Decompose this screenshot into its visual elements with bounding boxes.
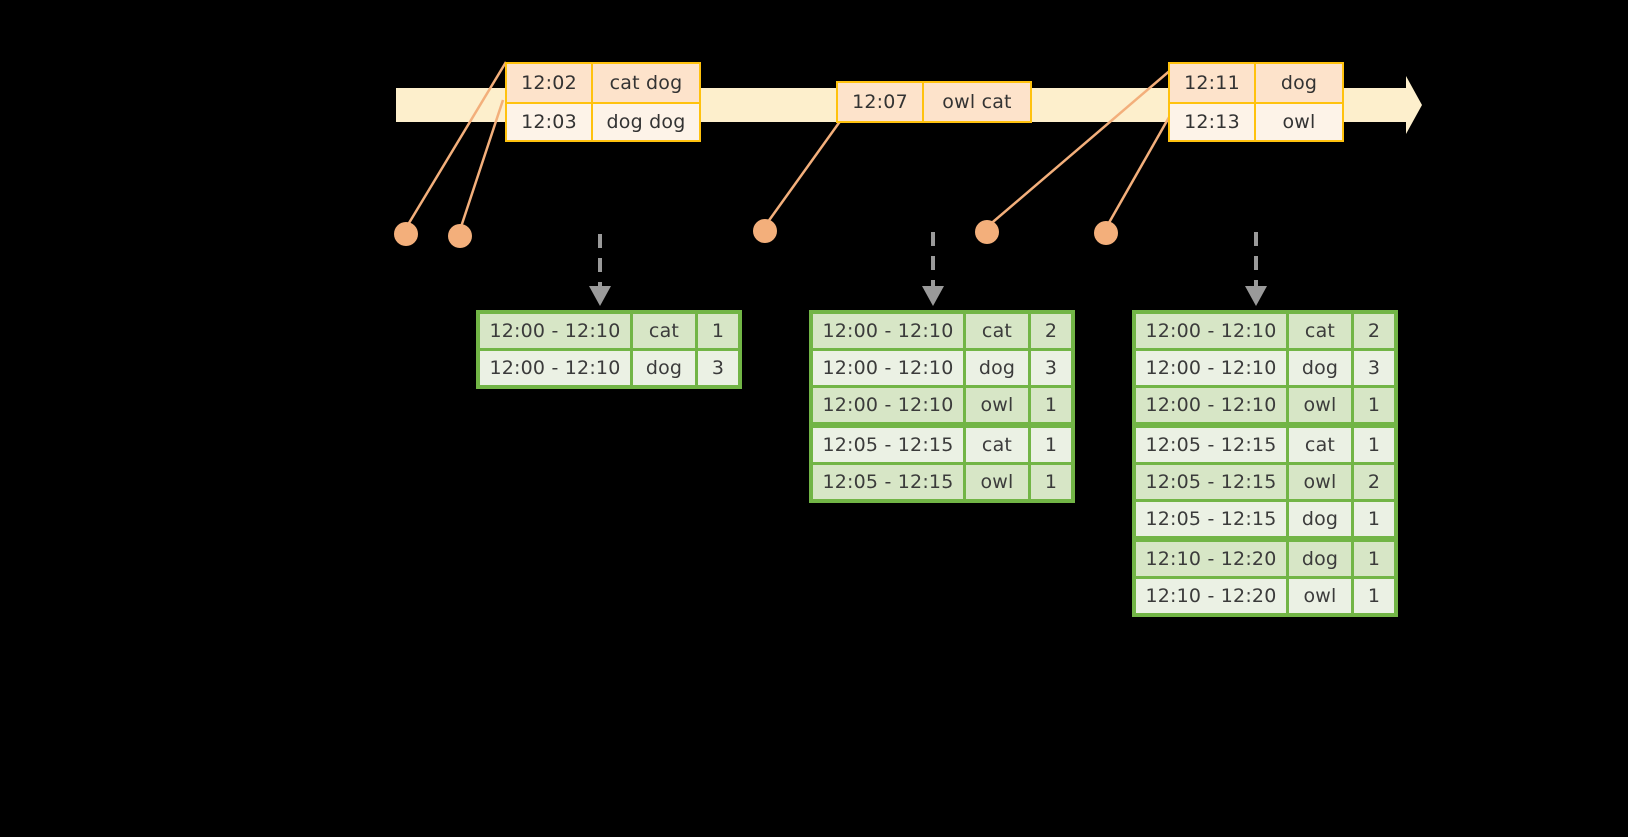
- event-words: cat dog: [591, 64, 699, 102]
- count-cell: 1: [1354, 542, 1394, 576]
- count-cell: 1: [698, 314, 738, 348]
- count-cell: 1: [1031, 388, 1071, 422]
- key-cell: dog: [1289, 502, 1351, 536]
- window-cell: 12:00 - 12:10: [480, 351, 630, 385]
- key-cell: dog: [633, 351, 695, 385]
- count-cell: 3: [1031, 351, 1071, 385]
- window-cell: 12:00 - 12:10: [813, 351, 963, 385]
- key-cell: owl: [966, 388, 1028, 422]
- key-cell: cat: [966, 428, 1028, 462]
- count-cell: 1: [1031, 465, 1071, 499]
- key-cell: cat: [633, 314, 695, 348]
- window-cell: 12:05 - 12:15: [1136, 428, 1286, 462]
- event-dot-1: [394, 222, 418, 246]
- window-cell: 12:00 - 12:10: [813, 314, 963, 348]
- window-cell: 12:05 - 12:15: [813, 465, 963, 499]
- key-cell: cat: [966, 314, 1028, 348]
- count-cell: 1: [1354, 579, 1394, 613]
- connector-1: [404, 61, 508, 229]
- window-cell: 12:10 - 12:20: [1136, 542, 1286, 576]
- window-cell: 12:00 - 12:10: [1136, 314, 1286, 348]
- flow-arrow-1-head: [589, 286, 611, 306]
- flow-arrow-2-head: [922, 286, 944, 306]
- event-time: 12:03: [507, 104, 591, 140]
- count-cell: 3: [698, 351, 738, 385]
- event-dot-4: [975, 220, 999, 244]
- key-cell: owl: [1289, 579, 1351, 613]
- window-cell: 12:05 - 12:15: [813, 428, 963, 462]
- arrow-right-icon: [1386, 76, 1422, 134]
- window-cell: 12:05 - 12:15: [1136, 502, 1286, 536]
- event-words: dog dog: [591, 104, 699, 140]
- key-cell: cat: [1289, 428, 1351, 462]
- key-cell: dog: [1289, 351, 1351, 385]
- event-words: owl cat: [922, 83, 1030, 121]
- count-cell: 3: [1354, 351, 1394, 385]
- count-cell: 1: [1031, 428, 1071, 462]
- connector-3: [763, 119, 843, 227]
- window-cell: 12:10 - 12:20: [1136, 579, 1286, 613]
- event-words: owl: [1254, 104, 1342, 140]
- count-cell: 2: [1354, 314, 1394, 348]
- event-time: 12:02: [507, 64, 591, 102]
- count-cell: 1: [1354, 388, 1394, 422]
- count-cell: 1: [1354, 428, 1394, 462]
- key-cell: dog: [1289, 542, 1351, 576]
- window-cell: 12:00 - 12:10: [480, 314, 630, 348]
- key-cell: dog: [966, 351, 1028, 385]
- event-time: 12:13: [1170, 104, 1254, 140]
- event-dot-3: [753, 219, 777, 243]
- event-time: 12:11: [1170, 64, 1254, 102]
- event-dot-2: [448, 224, 472, 248]
- event-dot-5: [1094, 221, 1118, 245]
- window-cell: 12:00 - 12:10: [813, 388, 963, 422]
- key-cell: owl: [1289, 388, 1351, 422]
- event-words: dog: [1254, 64, 1342, 102]
- count-cell: 1: [1354, 502, 1394, 536]
- flow-arrow-3-head: [1245, 286, 1267, 306]
- window-cell: 12:00 - 12:10: [1136, 351, 1286, 385]
- count-cell: 2: [1031, 314, 1071, 348]
- window-cell: 12:05 - 12:15: [1136, 465, 1286, 499]
- key-cell: owl: [1289, 465, 1351, 499]
- event-time: 12:07: [838, 83, 922, 121]
- connector-5: [1104, 111, 1174, 229]
- key-cell: owl: [966, 465, 1028, 499]
- count-cell: 2: [1354, 465, 1394, 499]
- window-cell: 12:00 - 12:10: [1136, 388, 1286, 422]
- key-cell: cat: [1289, 314, 1351, 348]
